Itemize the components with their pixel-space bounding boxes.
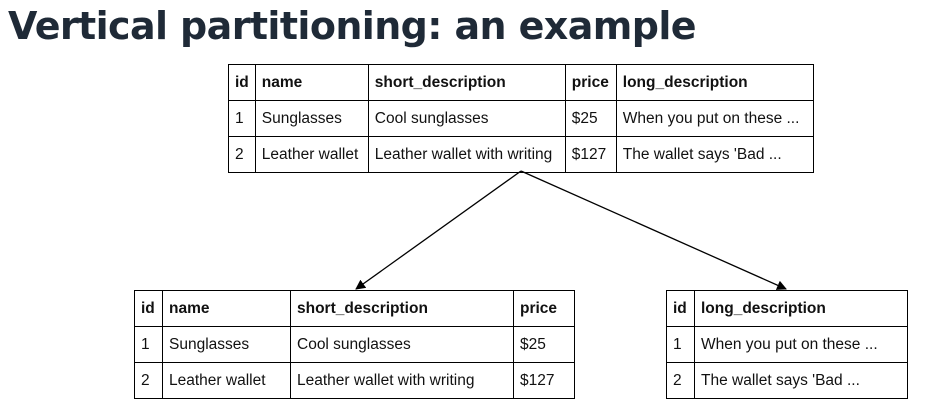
- header-cell: short_description: [367, 64, 566, 101]
- header-cell: id: [134, 290, 163, 327]
- table-cell: The wallet says 'Bad ...: [694, 362, 908, 399]
- table-cell: Leather wallet with writing: [367, 136, 566, 173]
- table-cell: 1: [134, 326, 163, 363]
- arrow-to-right-table: [520, 170, 787, 290]
- table-cell: When you put on these ...: [694, 326, 908, 363]
- table-row: 1 Sunglasses Cool sunglasses $25: [134, 326, 575, 363]
- header-cell: name: [162, 290, 291, 327]
- table-cell: When you put on these ...: [615, 100, 815, 137]
- header-cell: long_description: [694, 290, 908, 327]
- header-cell: id: [228, 64, 256, 101]
- table-cell: 2: [666, 362, 695, 399]
- page-title: Vertical partitioning: an example: [8, 4, 697, 48]
- table-cell: Leather wallet: [162, 362, 291, 399]
- table-cell: Leather wallet with writing: [290, 362, 514, 399]
- left-partition-table: id name short_description price 1 Sungla…: [134, 290, 575, 399]
- table-cell: 1: [228, 100, 256, 137]
- original-table: id name short_description price long_des…: [228, 64, 815, 173]
- header-cell: long_description: [615, 64, 815, 101]
- header-cell: short_description: [290, 290, 514, 327]
- table-cell: $127: [564, 136, 617, 173]
- table-row: 2 The wallet says 'Bad ...: [666, 362, 908, 399]
- table-row: 1 Sunglasses Cool sunglasses $25 When yo…: [228, 100, 815, 137]
- table-cell: The wallet says 'Bad ...: [615, 136, 815, 173]
- table-row: 2 Leather wallet Leather wallet with wri…: [134, 362, 575, 399]
- table-cell: Leather wallet: [254, 136, 369, 173]
- right-partition-table: id long_description 1 When you put on th…: [666, 290, 908, 399]
- header-cell: name: [254, 64, 369, 101]
- table-cell: 2: [228, 136, 256, 173]
- header-cell: price: [564, 64, 617, 101]
- table-cell: 2: [134, 362, 163, 399]
- table-cell: Cool sunglasses: [290, 326, 514, 363]
- table-cell: 1: [666, 326, 695, 363]
- table-header-row: id name short_description price long_des…: [228, 64, 815, 101]
- table-header-row: id name short_description price: [134, 290, 575, 327]
- header-cell: price: [513, 290, 575, 327]
- table-cell: Sunglasses: [162, 326, 291, 363]
- table-cell: $25: [564, 100, 617, 137]
- header-cell: id: [666, 290, 695, 327]
- arrow-to-left-table: [355, 170, 522, 290]
- table-cell: Sunglasses: [254, 100, 369, 137]
- table-cell: $127: [513, 362, 575, 399]
- table-row: 2 Leather wallet Leather wallet with wri…: [228, 136, 815, 173]
- table-row: 1 When you put on these ...: [666, 326, 908, 363]
- table-cell: Cool sunglasses: [367, 100, 566, 137]
- table-cell: $25: [513, 326, 575, 363]
- table-header-row: id long_description: [666, 290, 908, 327]
